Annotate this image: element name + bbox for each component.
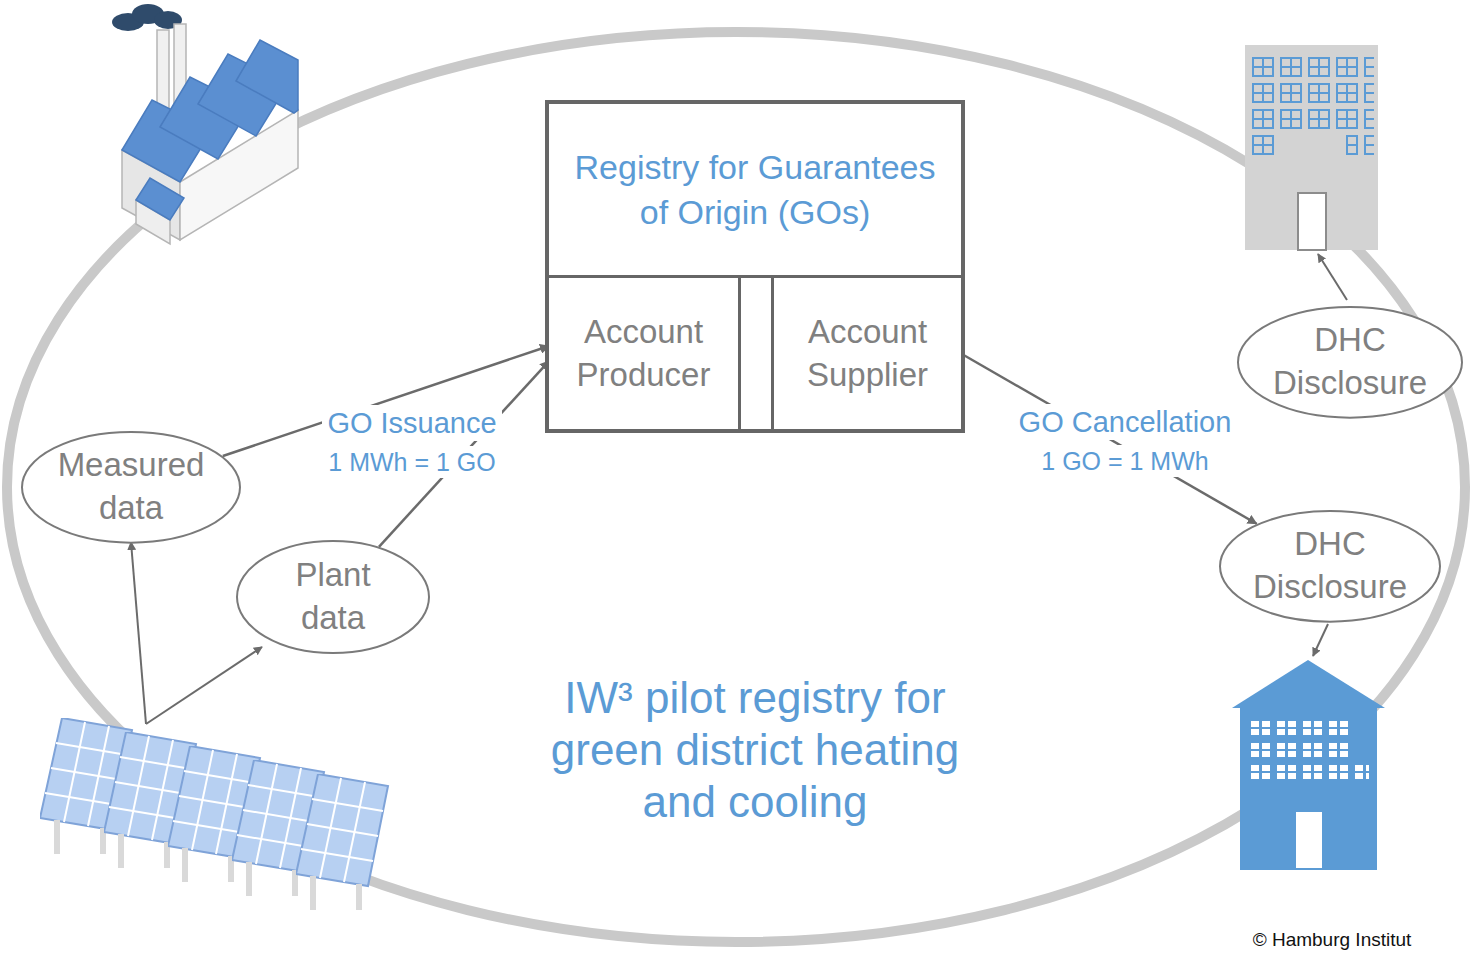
flow-label: GO Cancellation [1014, 404, 1237, 441]
leader-arrow [146, 647, 262, 724]
node-text: Account Producer [555, 311, 732, 397]
node-text: DHC Disclosure [1273, 319, 1427, 405]
flow-label: GO Issuance [322, 405, 501, 442]
account-box: Account Producer [549, 278, 741, 429]
registry-heading: Registry for Guarantees of Origin (GOs) [549, 104, 961, 275]
node-text: Account Supplier [780, 311, 955, 397]
region-outline [7, 32, 1465, 942]
data-ellipse: Plant data [236, 540, 430, 654]
residential-building-icon [1232, 660, 1385, 870]
factory-icon [112, 4, 298, 244]
disclosure-ellipse: DHC Disclosure [1219, 510, 1441, 623]
flow-label: 1 MWh = 1 GO [323, 446, 500, 478]
connector-arrow [223, 346, 549, 456]
account-box: Account Supplier [771, 278, 961, 429]
connector-arrow [961, 354, 1257, 524]
node-text: Measured data [58, 444, 205, 530]
leader-arrow [131, 542, 146, 724]
node-text: Plant data [295, 554, 370, 640]
copyright-note: © Hamburg Institut [1253, 929, 1412, 952]
leader-arrow [1318, 254, 1347, 300]
leader-arrow [1313, 624, 1328, 656]
node-text: DHC Disclosure [1253, 523, 1407, 609]
solar-panel-icon [40, 718, 388, 910]
flow-label: 1 GO = 1 MWh [1036, 445, 1213, 477]
office-building-icon [1245, 45, 1378, 250]
node-text: Registry for Guarantees of Origin (GOs) [561, 145, 949, 233]
disclosure-ellipse: DHC Disclosure [1237, 306, 1463, 419]
registry-box: Registry for Guarantees of Origin (GOs) A… [545, 100, 965, 433]
data-ellipse: Measured data [21, 431, 241, 544]
diagram-title-text: IW³ pilot registry for green district he… [520, 672, 990, 828]
